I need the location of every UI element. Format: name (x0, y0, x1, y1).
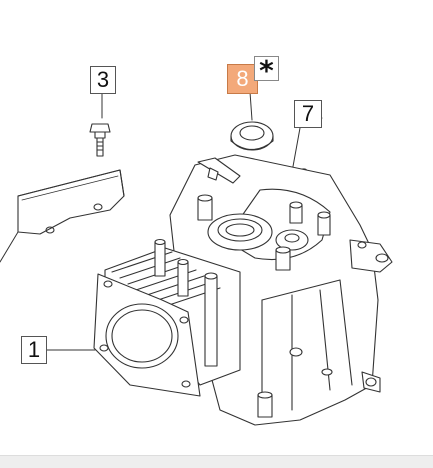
seal-ring-part (230, 91, 274, 151)
callout-1: 1 (21, 336, 47, 364)
cylinder-head-face (93, 273, 201, 397)
callout-3: 3 (90, 66, 116, 94)
special-marker-asterisk: * (254, 56, 279, 85)
shroud-cover-part (0, 169, 125, 263)
footer-bar (0, 455, 433, 468)
callout-7: 7 (294, 100, 322, 128)
bolt-part (89, 89, 111, 157)
